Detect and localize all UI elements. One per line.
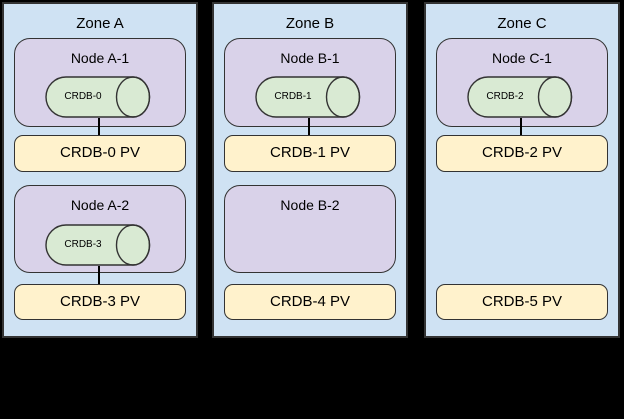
cylinder-icon	[45, 224, 151, 266]
node-a-2: Node A-2 CRDB-3	[14, 185, 186, 273]
connector-c-1	[520, 118, 522, 138]
connector-a-1	[98, 118, 100, 138]
cylinder-icon	[45, 76, 151, 118]
cylinder-crdb-3: CRDB-3	[45, 224, 151, 266]
cylinder-crdb-2: CRDB-2	[467, 76, 573, 118]
node-a-1: Node A-1 CRDB-0	[14, 38, 186, 127]
zone-c-title: Zone C	[497, 15, 547, 32]
zone-b: Zone B Node B-1 CRDB-1 CRDB-1 PV Node B-…	[212, 2, 408, 338]
node-b-2: Node B-2	[224, 185, 396, 273]
cylinder-crdb-0-label: CRDB-0	[64, 91, 102, 102]
connector-b-1	[308, 118, 310, 138]
cylinder-crdb-2-label: CRDB-2	[486, 91, 524, 102]
zone-c: Zone C Node C-1 CRDB-2 CRDB-2 PV CRDB-5 …	[424, 2, 620, 338]
cylinder-crdb-1-label: CRDB-1	[274, 91, 312, 102]
pv-crdb-2: CRDB-2 PV	[436, 135, 608, 172]
cylinder-icon	[255, 76, 361, 118]
zone-b-title: Zone B	[285, 15, 335, 32]
cylinder-icon	[467, 76, 573, 118]
cylinder-crdb-0: CRDB-0	[45, 76, 151, 118]
node-c-1-title: Node C-1	[492, 50, 552, 66]
connector-a-2	[98, 266, 100, 286]
node-a-1-title: Node A-1	[70, 50, 130, 66]
cylinder-crdb-3-label: CRDB-3	[64, 239, 102, 250]
cylinder-crdb-1: CRDB-1	[255, 76, 361, 118]
node-b-2-title: Node B-2	[280, 197, 340, 213]
zone-a: Zone A Node A-1 CRDB-0 CRDB-0 PV Node A-…	[2, 2, 198, 338]
node-b-1: Node B-1 CRDB-1	[224, 38, 396, 127]
pv-crdb-0: CRDB-0 PV	[14, 135, 186, 172]
node-b-1-title: Node B-1	[280, 50, 340, 66]
pv-crdb-3: CRDB-3 PV	[14, 284, 186, 320]
pv-crdb-4: CRDB-4 PV	[224, 284, 396, 320]
zone-a-title: Zone A	[76, 15, 124, 32]
node-c-1: Node C-1 CRDB-2	[436, 38, 608, 127]
pv-crdb-5: CRDB-5 PV	[436, 284, 608, 320]
pv-crdb-1: CRDB-1 PV	[224, 135, 396, 172]
node-a-2-title: Node A-2	[70, 197, 130, 213]
